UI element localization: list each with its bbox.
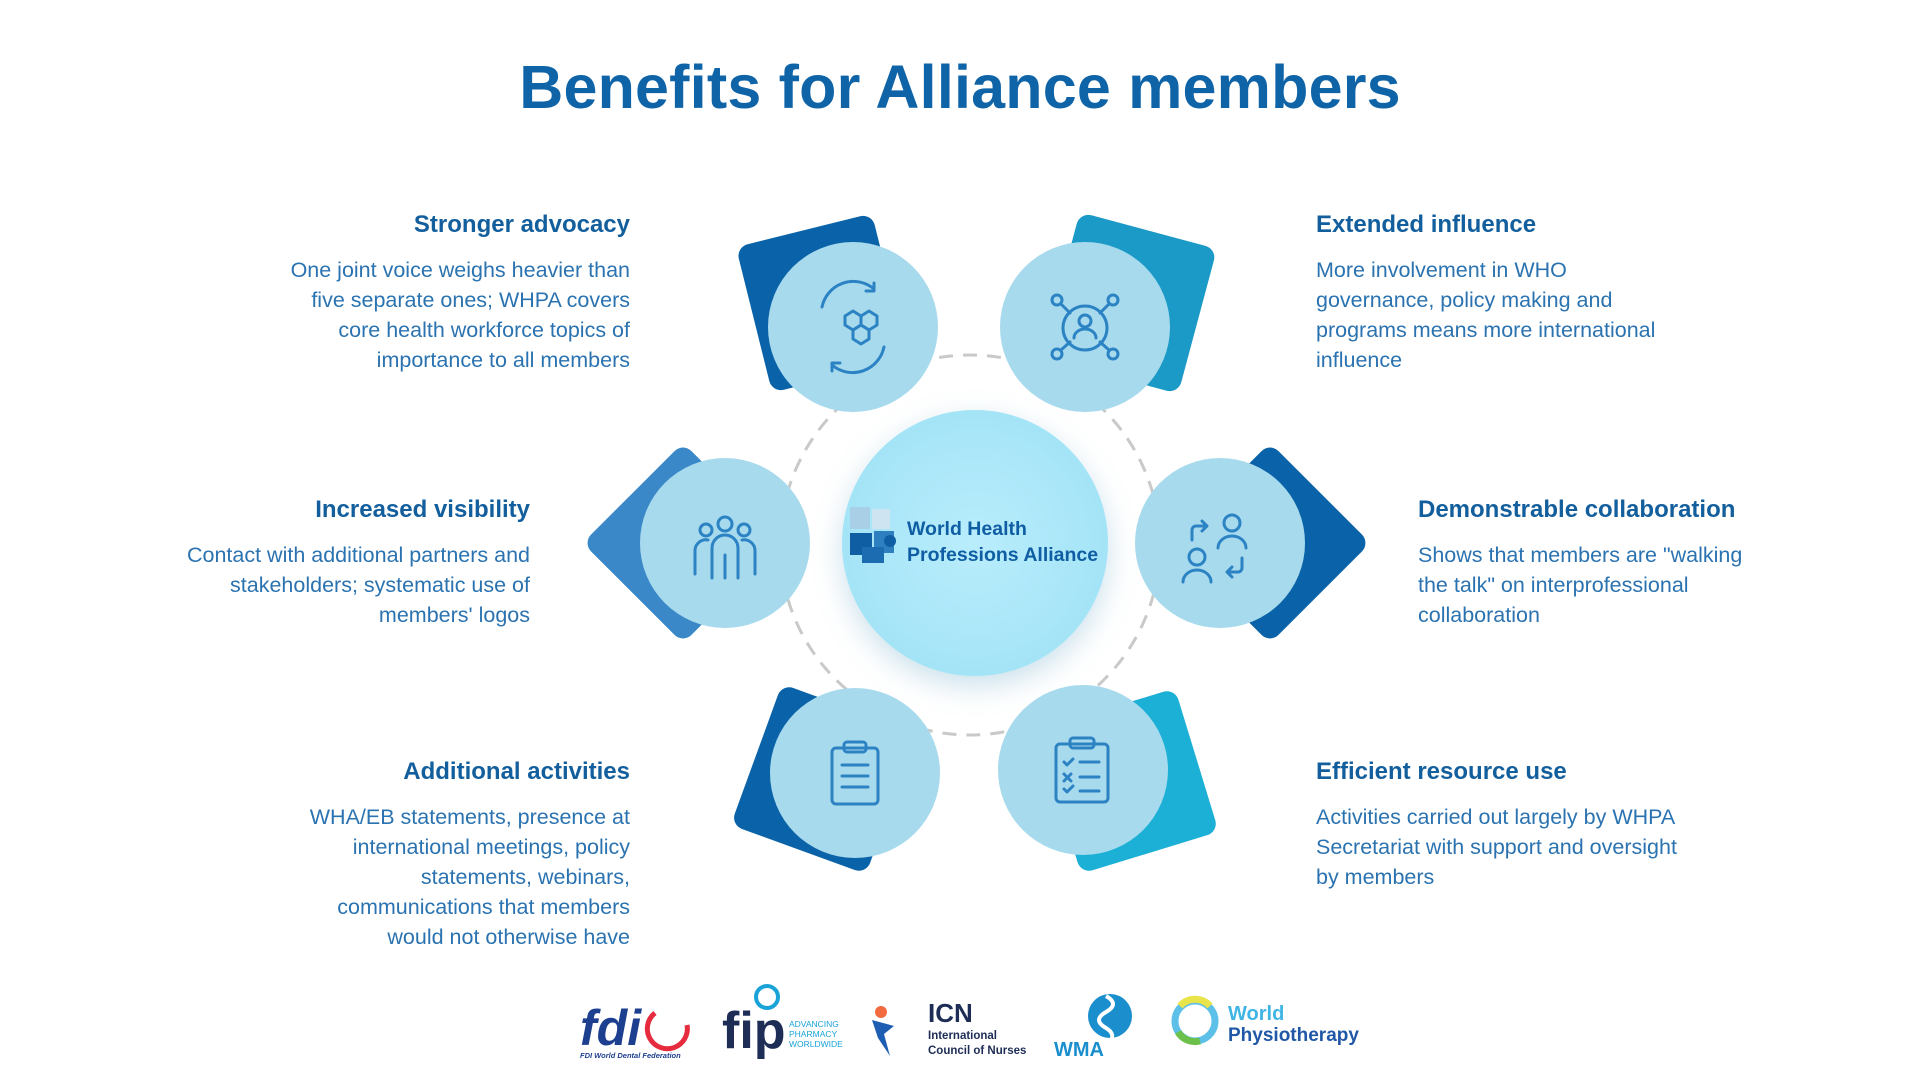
clipboard-icon — [830, 740, 880, 806]
description-line: Activities carried out largely by WHPA — [1316, 805, 1676, 829]
page-title: Benefits for Alliance members — [519, 53, 1401, 121]
benefit-description: Shows that members are "walking the talk… — [1418, 540, 1858, 630]
description-line: collaboration — [1418, 603, 1540, 627]
description-line: One joint voice weighs heavier than — [290, 258, 630, 282]
whpa-logo-icon — [850, 507, 896, 563]
description-line: More involvement in WHO — [1316, 258, 1567, 282]
benefit-heading: Demonstrable collaboration — [1418, 496, 1736, 523]
checklist-clipboard-icon — [1054, 736, 1110, 804]
description-line: Shows that members are "walking — [1418, 543, 1743, 567]
description-line: Secretariat with support and oversight — [1316, 835, 1677, 859]
benefit-description: One joint voice weighs heavier than five… — [200, 255, 630, 375]
description-line: governance, policy making and — [1316, 288, 1613, 312]
benefit-heading: Additional activities — [403, 758, 630, 785]
description-line: Contact with additional partners and — [186, 543, 530, 567]
node-efficient-resource-use — [998, 685, 1216, 871]
group-people-icon — [693, 515, 757, 580]
description-line: members' logos — [378, 603, 530, 627]
benefit-additional-activities: Additional activities WHA/EB statements,… — [200, 758, 630, 952]
description-line: the talk" on interprofessional — [1418, 573, 1689, 597]
description-line: international meetings, policy — [352, 835, 630, 859]
description-line: by members — [1316, 865, 1435, 889]
center-circle — [842, 410, 1108, 676]
benefit-increased-visibility: Increased visibility Contact with additi… — [100, 496, 530, 630]
center-title-line1: World Health — [907, 518, 1027, 540]
benefit-heading: Stronger advocacy — [413, 211, 630, 238]
description-line: five separate ones; WHPA covers — [311, 288, 630, 312]
description-line: statements, webinars, — [420, 865, 630, 889]
description-line: stakeholders; systematic use of — [230, 573, 530, 597]
benefit-heading: Efficient resource use — [1316, 758, 1567, 785]
description-line: influence — [1316, 348, 1403, 372]
benefit-demonstrable-collaboration: Demonstrable collaboration Shows that me… — [1418, 496, 1858, 630]
benefit-stronger-advocacy: Stronger advocacy One joint voice weighs… — [200, 211, 630, 375]
benefit-heading: Increased visibility — [315, 496, 530, 523]
description-line: programs means more international — [1316, 318, 1656, 342]
center-title-line2: Professions Alliance — [907, 544, 1098, 566]
benefit-extended-influence: Extended influence More involvement in W… — [1316, 211, 1756, 375]
exchange-people-icon — [1181, 513, 1248, 584]
node-additional-activities — [734, 687, 940, 871]
node-stronger-advocacy — [738, 215, 938, 412]
benefit-description: More involvement in WHO governance, poli… — [1316, 255, 1756, 375]
network-person-icon — [1050, 293, 1120, 361]
description-line: communications that members — [337, 895, 630, 919]
node-increased-visibility — [587, 447, 810, 639]
node-extended-influence — [1000, 214, 1215, 412]
benefit-description: Activities carried out largely by WHPA S… — [1316, 802, 1776, 892]
description-line: WHA/EB statements, presence at — [309, 805, 630, 829]
description-line: core health workforce topics of — [338, 318, 630, 342]
benefit-efficient-resource-use: Efficient resource use Activities carrie… — [1316, 758, 1776, 892]
node-demonstrable-collaboration — [1135, 447, 1366, 639]
benefit-description: Contact with additional partners and sta… — [100, 540, 530, 630]
hexagon-cycle-icon — [820, 279, 886, 375]
benefit-description: WHA/EB statements, presence at internati… — [200, 802, 630, 952]
description-line: importance to all members — [376, 348, 630, 372]
benefit-heading: Extended influence — [1316, 211, 1537, 238]
description-line: would not otherwise have — [387, 925, 630, 949]
